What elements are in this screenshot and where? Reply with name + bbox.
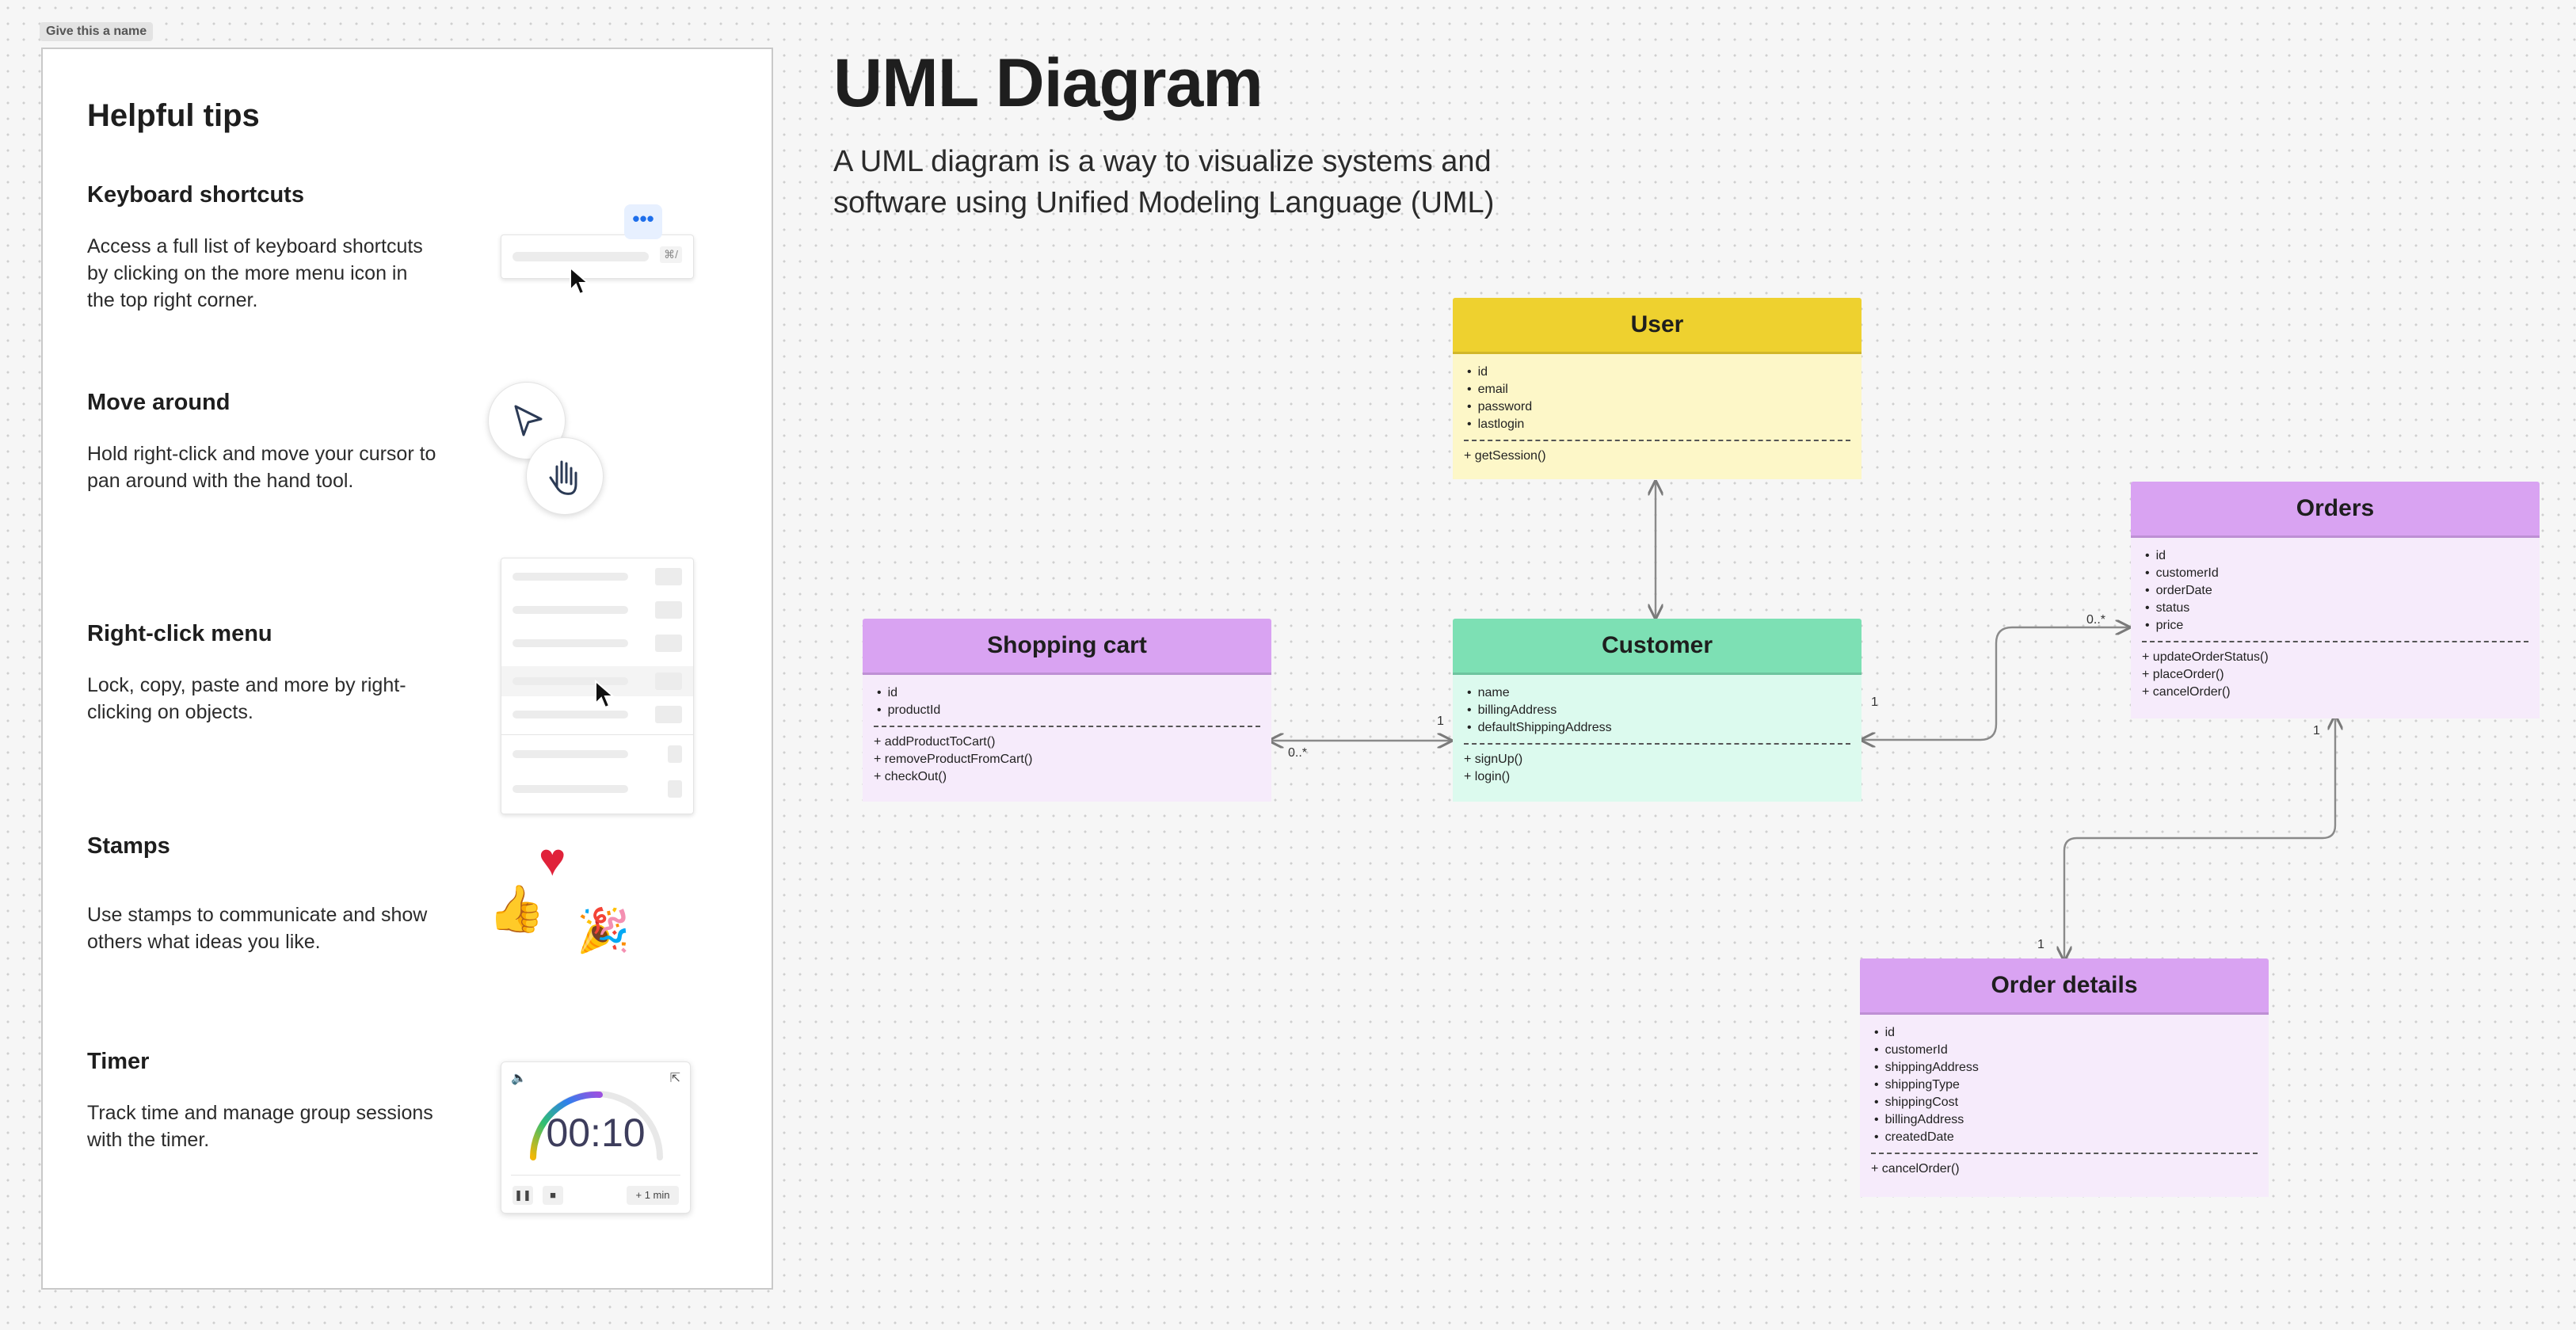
class-attribute: status bbox=[2145, 600, 2528, 617]
class-method: + removeProductFromCart() bbox=[874, 753, 1033, 766]
class-method: + cancelOrder() bbox=[1871, 1162, 1960, 1176]
class-name: Orders bbox=[2131, 482, 2540, 538]
class-attribute: price bbox=[2145, 617, 2528, 635]
class-method: + getSession() bbox=[1464, 449, 1546, 463]
class-attribute: shippingAddress bbox=[1874, 1059, 2258, 1077]
context-menu-illustration bbox=[501, 558, 694, 814]
add-minute-button: + 1 min bbox=[627, 1186, 679, 1205]
tip-text-right-click-menu: Lock, copy, paste and more by right-clic… bbox=[87, 674, 406, 723]
class-name: Shopping cart bbox=[863, 619, 1271, 675]
class-attribute: billingAddress bbox=[1467, 702, 1850, 719]
multiplicity-label: 1 bbox=[2037, 938, 2044, 951]
uml-class-customer[interactable]: Customer name billingAddress defaultShip… bbox=[1453, 619, 1862, 802]
class-method: + signUp() bbox=[1464, 753, 1523, 766]
tip-heading-timer: Timer bbox=[87, 1049, 150, 1074]
class-attribute: customerId bbox=[1874, 1042, 2258, 1059]
uml-class-user[interactable]: User id email password lastlogin + getSe… bbox=[1453, 298, 1862, 479]
party-stamp-icon: 🎉 bbox=[577, 907, 631, 955]
class-method: + placeOrder() bbox=[2142, 668, 2224, 681]
timer-dial bbox=[530, 1091, 663, 1160]
multiplicity-label: 0..* bbox=[1288, 746, 1308, 760]
class-attribute: shippingType bbox=[1874, 1077, 2258, 1094]
class-name: Order details bbox=[1860, 958, 2269, 1015]
popout-icon: ⇱ bbox=[669, 1072, 680, 1085]
tip-text-stamps: Use stamps to communicate and show other… bbox=[87, 904, 428, 953]
hand-tool-icon bbox=[549, 460, 577, 495]
class-attribute: customerId bbox=[2145, 565, 2528, 582]
tips-title: Helpful tips bbox=[87, 98, 260, 133]
placeholder-line bbox=[513, 252, 649, 261]
cursor-arrow-icon bbox=[595, 680, 615, 709]
uml-class-shopping-cart[interactable]: Shopping cart id productId + addProductT… bbox=[863, 619, 1271, 802]
class-attribute: name bbox=[1467, 684, 1850, 702]
multiplicity-label: 1 bbox=[2313, 724, 2320, 737]
timer-illustration: 🔈 ⇱ 00:10 ❚❚ ■ + 1 min bbox=[501, 1061, 691, 1214]
uml-class-order-details[interactable]: Order details id customerId shippingAddr… bbox=[1860, 958, 2269, 1197]
uml-class-orders[interactable]: Orders id customerId orderDate status pr… bbox=[2131, 482, 2540, 718]
class-method: + updateOrderStatus() bbox=[2142, 650, 2269, 664]
multiplicity-label: 0..* bbox=[2086, 613, 2106, 627]
tip-text-timer: Track time and manage group sessions wit… bbox=[87, 1102, 433, 1151]
thumbs-up-stamp-icon: 👍 bbox=[488, 883, 546, 935]
class-attribute: email bbox=[1467, 381, 1850, 398]
more-menu-icon: ••• bbox=[624, 204, 662, 239]
timer-time: 00:10 bbox=[546, 1111, 646, 1155]
class-attribute: shippingCost bbox=[1874, 1094, 2258, 1111]
class-attribute: id bbox=[1874, 1024, 2258, 1042]
class-attribute: productId bbox=[877, 702, 1260, 719]
shortcut-key: ⌘/ bbox=[660, 246, 682, 263]
tip-text-keyboard-shortcuts: Access a full list of keyboard shortcuts… bbox=[87, 235, 423, 311]
multiplicity-label: 1 bbox=[1437, 715, 1444, 728]
class-attribute: id bbox=[1467, 364, 1850, 381]
shortcut-illustration: ⌘/ bbox=[501, 234, 694, 279]
class-attribute: id bbox=[2145, 547, 2528, 565]
connector-customer-orders bbox=[1862, 627, 2129, 740]
tip-heading-move-around: Move around bbox=[87, 390, 231, 415]
section-label[interactable]: Give this a name bbox=[40, 22, 154, 41]
pointer-icon bbox=[514, 405, 543, 436]
class-attribute: billingAddress bbox=[1874, 1111, 2258, 1129]
class-attribute: lastlogin bbox=[1467, 416, 1850, 433]
class-attribute: orderDate bbox=[2145, 582, 2528, 600]
class-attribute: createdDate bbox=[1874, 1129, 2258, 1146]
class-name: Customer bbox=[1453, 619, 1862, 675]
class-method: + login() bbox=[1464, 770, 1511, 783]
tip-heading-stamps: Stamps bbox=[87, 833, 170, 859]
class-attribute: password bbox=[1467, 398, 1850, 416]
pause-icon: ❚❚ bbox=[513, 1186, 533, 1205]
volume-icon: 🔈 bbox=[511, 1072, 527, 1085]
cursor-arrow-icon bbox=[570, 266, 590, 295]
class-method: + checkOut() bbox=[874, 770, 947, 783]
class-method: + addProductToCart() bbox=[874, 735, 996, 749]
connector-orders-details bbox=[2064, 716, 2335, 960]
heart-stamp-icon: ♥ bbox=[539, 834, 566, 886]
tip-heading-right-click-menu: Right-click menu bbox=[87, 621, 272, 646]
class-name: User bbox=[1453, 298, 1862, 354]
helpful-tips-panel: Helpful tips Keyboard shortcuts Access a… bbox=[41, 48, 773, 1290]
diagram-title: UML Diagram bbox=[833, 45, 1263, 121]
class-attribute: defaultShippingAddress bbox=[1467, 719, 1850, 737]
stop-icon: ■ bbox=[543, 1186, 563, 1205]
class-attribute: id bbox=[877, 684, 1260, 702]
tip-heading-keyboard-shortcuts: Keyboard shortcuts bbox=[87, 182, 304, 208]
multiplicity-label: 1 bbox=[1871, 695, 1878, 709]
hand-circle bbox=[526, 437, 604, 515]
tip-text-move-around: Hold right-click and move your cursor to… bbox=[87, 443, 436, 492]
class-method: + cancelOrder() bbox=[2142, 685, 2231, 699]
diagram-description: A UML diagram is a way to visualize syst… bbox=[833, 145, 1495, 219]
